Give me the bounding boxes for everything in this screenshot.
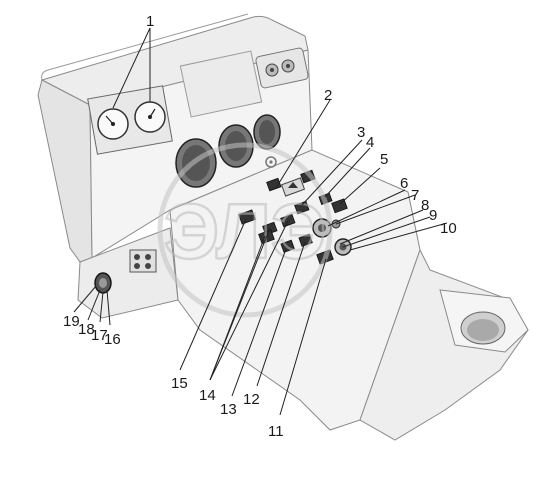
callout-19: 19	[63, 313, 80, 330]
callout-3: 3	[357, 124, 365, 141]
top-panel-frame	[179, 50, 263, 118]
indicator-plate	[280, 177, 306, 197]
callout-10: 10	[440, 220, 457, 237]
callout-9: 9	[429, 207, 437, 224]
air-vents	[255, 47, 309, 89]
left-lower-controls	[94, 249, 157, 294]
rotary-knobs	[312, 218, 352, 256]
callout-1: 1	[146, 13, 154, 30]
switch-5	[331, 198, 348, 214]
switch-12	[298, 233, 313, 247]
fuse-panel	[129, 249, 157, 273]
switch-13	[280, 239, 295, 253]
callout-12: 12	[243, 391, 260, 408]
switch-3	[294, 200, 310, 215]
cup-holder	[460, 311, 506, 345]
callout-16: 16	[104, 331, 121, 348]
gear-icon	[265, 156, 277, 168]
callout-labels: 1 2 3 4 5 6 7 8 9 10 11 12 13 14 15 16 1…	[63, 13, 457, 440]
callout-13: 13	[220, 401, 237, 418]
callout-17: 17	[91, 327, 108, 344]
callout-14: 14	[199, 387, 216, 404]
gauge-panel	[87, 85, 173, 155]
switch-15	[238, 209, 256, 225]
callout-15: 15	[171, 375, 188, 392]
callout-7: 7	[411, 187, 419, 204]
watermark-text: ЭЛЭ	[164, 187, 327, 275]
callout-8: 8	[421, 197, 429, 214]
watermark: ЭЛЭ	[157, 142, 333, 318]
leader-lines	[73, 27, 448, 416]
switch-14b	[280, 213, 296, 228]
callout-6: 6	[400, 175, 408, 192]
callout-5: 5	[380, 151, 388, 168]
callout-11: 11	[268, 423, 284, 440]
top-ridge	[41, 13, 249, 81]
callout-2: 2	[324, 87, 332, 104]
callout-4: 4	[366, 134, 374, 151]
callout-18: 18	[78, 321, 95, 338]
